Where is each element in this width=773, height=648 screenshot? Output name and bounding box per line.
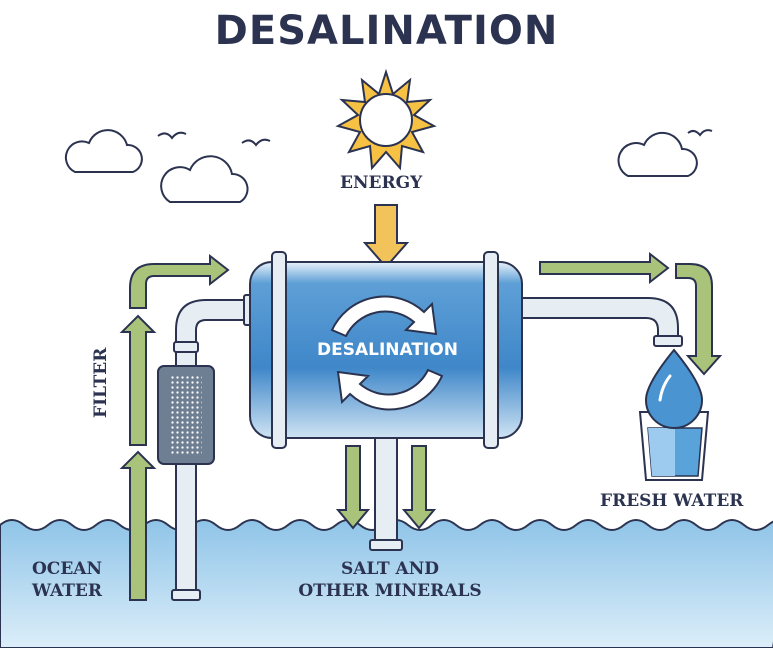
cloud-icon [617, 131, 698, 177]
salt-minerals-label-line2: OTHER MINERALS [298, 581, 482, 601]
tank-label: DESALINATION [317, 340, 458, 360]
desalination-tank [249, 251, 523, 449]
salt-minerals-label-line1: SALT AND [340, 559, 440, 579]
flow-arrow [119, 251, 723, 601]
energy-label: ENERGY [340, 173, 423, 193]
outlet-pipe [519, 297, 683, 347]
water-drop-icon [644, 348, 704, 429]
bird-icon [157, 129, 713, 147]
cycle-arrows-icon [330, 295, 444, 411]
energy-arrow [362, 204, 410, 269]
page-title: DESALINATION [214, 8, 559, 54]
mineral-drain-pipe [369, 429, 403, 551]
ocean-water-label-line2: WATER [32, 581, 103, 601]
ocean-water-label: OCEAN WATER [32, 558, 102, 602]
filter-mesh [170, 376, 202, 454]
cloud-icon [160, 155, 249, 203]
fresh-water-label: FRESH WATER [600, 491, 744, 511]
sun-icon [335, 68, 437, 171]
ocean-water-label-line1: OCEAN [32, 559, 103, 579]
water-glass-icon [638, 411, 710, 481]
filter-label: FILTER [91, 347, 111, 418]
salt-minerals-label: SALT AND OTHER MINERALS [290, 558, 490, 602]
cloud-icon [64, 129, 143, 173]
